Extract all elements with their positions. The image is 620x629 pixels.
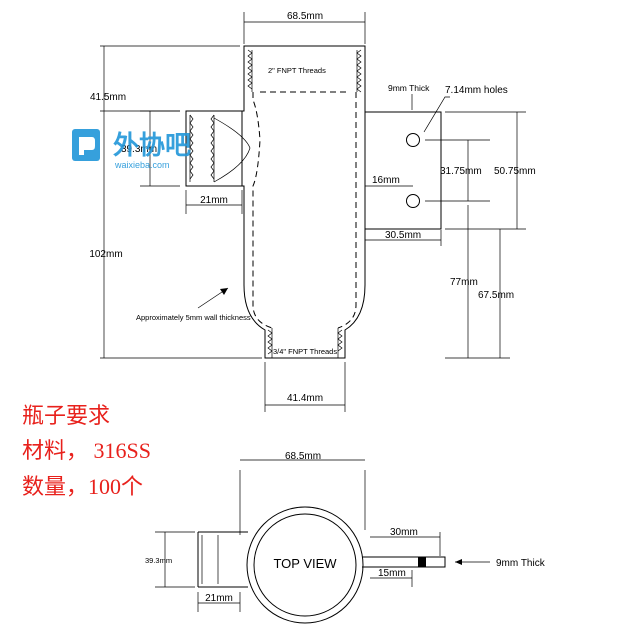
- logo-brand: 外协吧: [113, 130, 191, 160]
- dim-67-5: 67.5mm: [478, 290, 514, 301]
- dim-height-41: 41.5mm: [90, 92, 126, 103]
- label-fnpt-bottom: 3/4" FNPT Threads: [273, 347, 337, 356]
- dim-side-21: 21mm: [200, 195, 228, 206]
- dim-50-75: 50.75mm: [494, 166, 536, 177]
- label-wall-thickness: Approximately 5mm wall thickness: [136, 313, 251, 322]
- dim-thick-9: 9mm Thick: [388, 83, 430, 93]
- top-view: TOP VIEW 68.5mm 30mm 15mm 39.3mm 21mm 9m…: [145, 451, 546, 624]
- dim-holes: 7.14mm holes: [445, 85, 508, 96]
- dim-top-view-30: 30mm: [390, 527, 418, 538]
- dim-top-view-39: 39.3mm: [145, 556, 172, 565]
- bottle-front-view: [185, 45, 442, 359]
- dim-top-view-thick: 9mm Thick: [496, 558, 546, 569]
- dim-top-width: 68.5mm: [287, 11, 323, 22]
- requirements-line-1: 瓶子要求: [22, 403, 110, 428]
- logo-url: waixieba.com: [114, 160, 170, 170]
- label-fnpt-top: 2" FNPT Threads: [268, 66, 326, 75]
- dim-top-view-21: 21mm: [205, 593, 233, 604]
- top-view-label: TOP VIEW: [273, 556, 337, 571]
- dim-77: 77mm: [450, 277, 478, 288]
- dim-height-102: 102mm: [89, 249, 122, 260]
- requirements-line-3: 数量，100个: [22, 474, 143, 499]
- dim-31-75: 31.75mm: [440, 166, 482, 177]
- requirements-line-2: 材料， 316SS: [22, 438, 151, 463]
- dim-top-view-15: 15mm: [378, 568, 406, 579]
- requirements-note: 瓶子要求 材料， 316SS 数量，100个: [22, 403, 151, 499]
- dim-top-view-width: 68.5mm: [285, 451, 321, 462]
- dim-16: 16mm: [372, 175, 400, 186]
- dim-side-39: 39.3mm: [121, 144, 157, 155]
- dim-bottom-41: 41.4mm: [287, 393, 323, 404]
- front-dimensions: 68.5mm 41.5mm 102mm 39.3mm 21mm 41.4mm 9…: [89, 11, 536, 412]
- dim-30-5: 30.5mm: [385, 230, 421, 241]
- watermark-logo: 外协吧 waixieba.com: [72, 129, 191, 170]
